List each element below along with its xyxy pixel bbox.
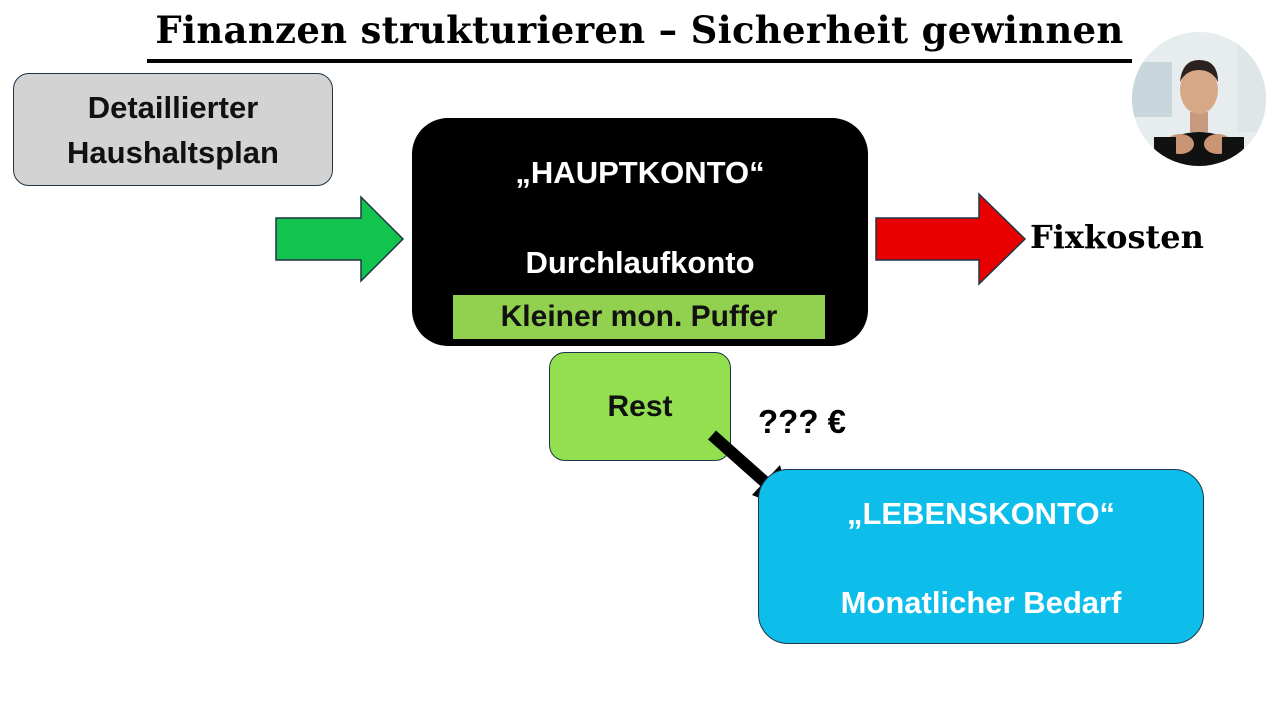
amount-unknown-label: ??? € bbox=[758, 403, 846, 440]
main-account-box: „HAUPTKONTO“ Durchlaufkonto Kleiner mon.… bbox=[412, 118, 868, 346]
budget-plan-box: Detaillierter Haushaltsplan bbox=[13, 73, 333, 186]
outflow-arrow-icon bbox=[875, 192, 1027, 286]
fixed-costs-label: Fixkosten bbox=[1030, 218, 1204, 256]
inflow-arrow-icon bbox=[275, 195, 405, 283]
rest-box: Rest bbox=[549, 352, 731, 461]
living-account-title: „LEBENSKONTO“ bbox=[846, 496, 1116, 531]
main-account-subtitle: Durchlaufkonto bbox=[525, 245, 755, 280]
rest-label: Rest bbox=[607, 389, 673, 423]
slide-title: Finanzen strukturieren – Sicherheit gewi… bbox=[155, 8, 1124, 52]
budget-plan-line2: Haushaltsplan bbox=[67, 134, 279, 170]
presenter-webcam-avatar bbox=[1132, 32, 1266, 166]
living-account-subtitle: Monatlicher Bedarf bbox=[840, 585, 1122, 620]
living-account-box: „LEBENSKONTO“ Monatlicher Bedarf bbox=[758, 469, 1204, 644]
monthly-buffer-label: Kleiner mon. Puffer bbox=[453, 295, 825, 339]
budget-plan-line1: Detaillierter bbox=[87, 89, 259, 125]
title-underline bbox=[147, 59, 1132, 63]
main-account-title: „HAUPTKONTO“ bbox=[515, 155, 765, 190]
